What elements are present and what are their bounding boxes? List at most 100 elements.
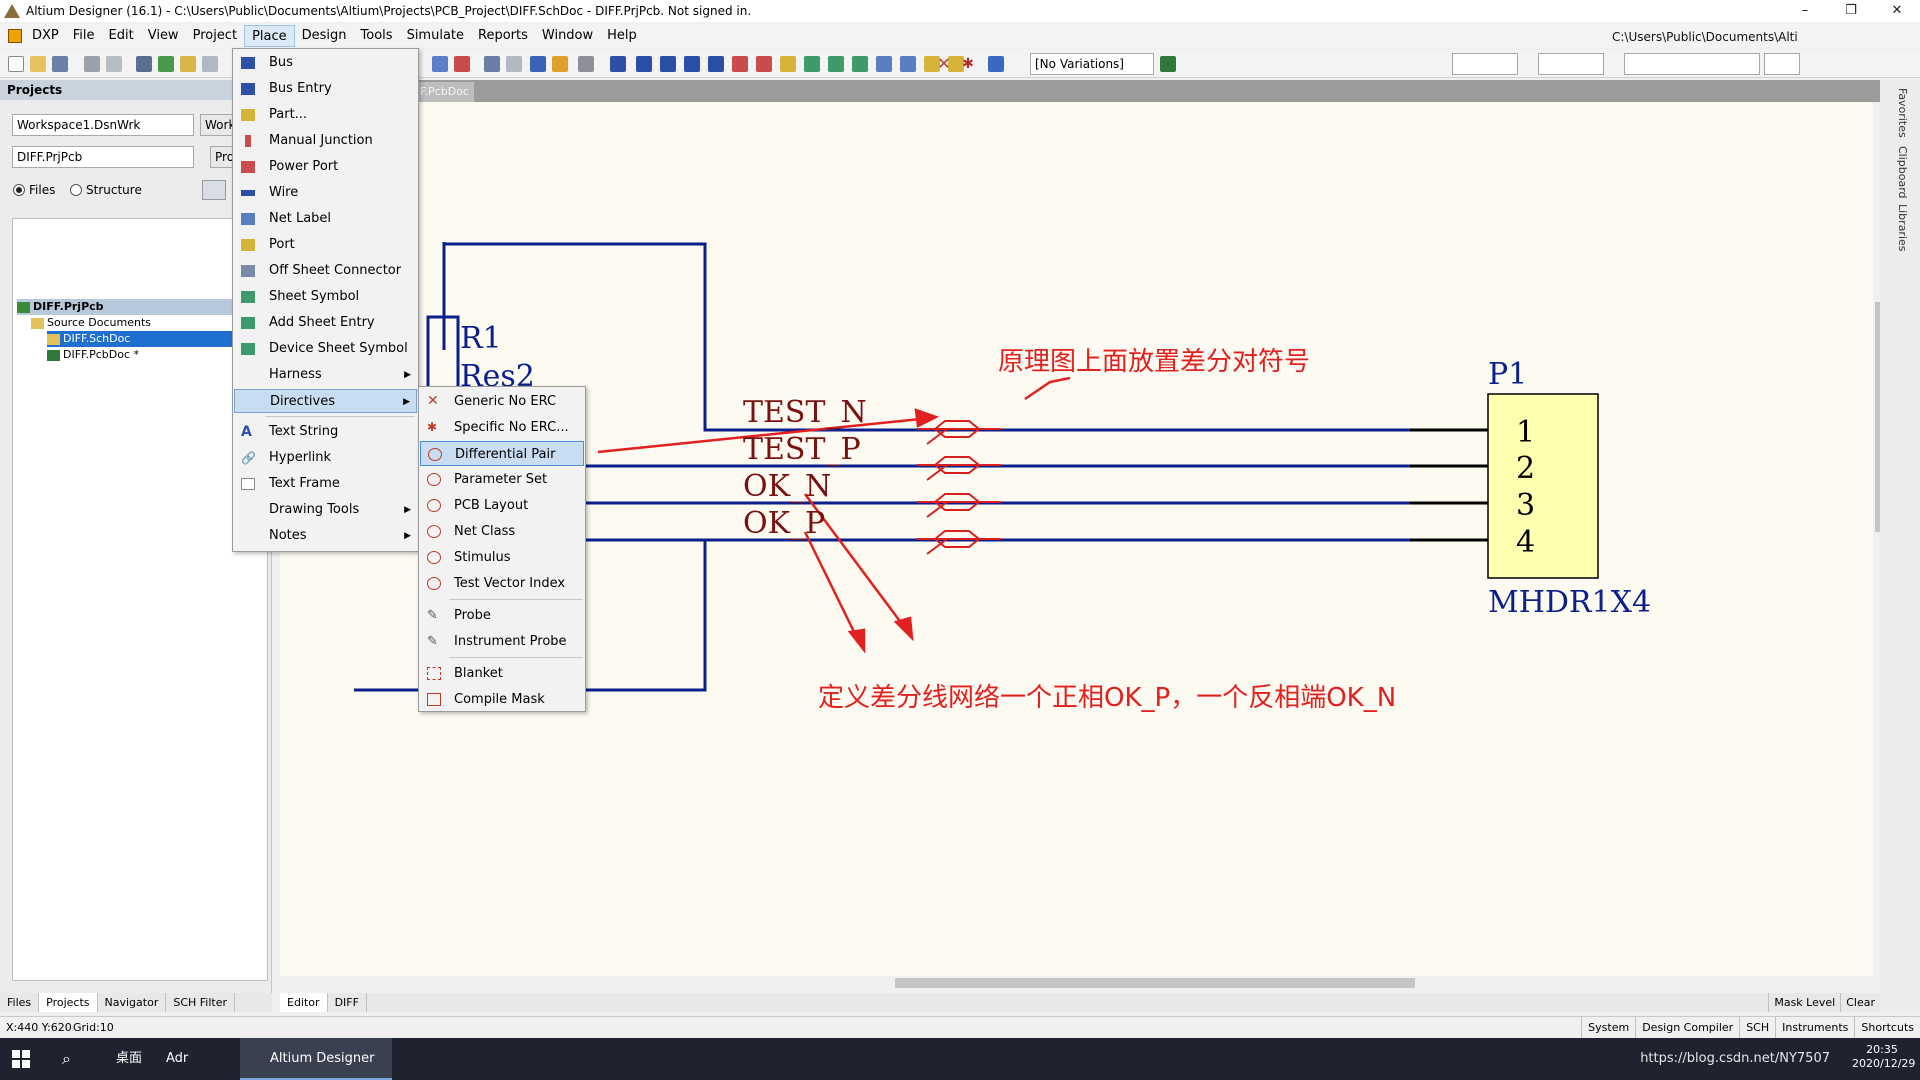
board-icon[interactable]	[1160, 56, 1176, 72]
redo-icon[interactable]	[506, 56, 522, 72]
maximize-button[interactable]: ❐	[1845, 3, 1857, 18]
windows-start-icon[interactable]	[12, 1050, 30, 1068]
tab-sch-filter[interactable]: SCH Filter	[166, 993, 236, 1012]
place-sheet-symbol[interactable]: Sheet Symbol	[234, 285, 417, 309]
save-icon[interactable]	[52, 56, 68, 72]
hierarchy-icon[interactable]	[530, 56, 546, 72]
close-button[interactable]: ✕	[1891, 3, 1903, 18]
place-wire-icon[interactable]	[610, 56, 626, 72]
menu-place[interactable]: Place	[244, 25, 295, 47]
place-bus[interactable]: Bus	[234, 51, 417, 75]
place-wire[interactable]: Wire	[234, 181, 417, 205]
horizontal-scroll-thumb[interactable]	[895, 978, 1415, 988]
place-port-alt-icon[interactable]	[948, 56, 964, 72]
project-field[interactable]: DIFF.PrjPcb	[12, 146, 194, 168]
menu-dxp[interactable]: DXP	[32, 28, 59, 43]
place-device-sheet-icon[interactable]	[852, 56, 868, 72]
place-directives[interactable]: Directives▶	[234, 389, 417, 413]
diff-pair-symbol-1[interactable]	[917, 420, 1001, 445]
tree-project[interactable]: DIFF.PrjPcb	[17, 299, 267, 315]
highlight-icon[interactable]	[552, 56, 568, 72]
place-signal-harness-icon[interactable]	[684, 56, 700, 72]
menu-file[interactable]: File	[72, 28, 95, 43]
no-erc-toolbar-icon[interactable]: ✕	[937, 54, 951, 73]
directive-stimulus[interactable]: Stimulus	[420, 545, 584, 570]
place-part[interactable]: Part...	[234, 103, 417, 127]
menu-project[interactable]: Project	[192, 28, 238, 43]
status-shortcuts-button[interactable]: Shortcuts	[1854, 1017, 1920, 1039]
directive-pcb-layout[interactable]: PCB Layout	[420, 493, 584, 518]
net-label-test-n[interactable]: TEST_N	[743, 395, 867, 430]
place-add-sheet-entry[interactable]: Add Sheet Entry	[234, 311, 417, 335]
favorites-tab[interactable]: Favorites	[1896, 88, 1909, 138]
directive-blanket[interactable]: Blanket	[420, 661, 584, 686]
resistor-designator[interactable]: R1	[460, 321, 502, 356]
system-clock[interactable]: 20:35 2020/12/29	[1852, 1043, 1915, 1075]
undo-icon[interactable]	[484, 56, 500, 72]
cross-probe-icon[interactable]	[432, 56, 448, 72]
directive-generic-no-erc[interactable]: ✕Generic No ERC	[420, 389, 584, 414]
place-manual-junction[interactable]: Manual Junction	[234, 129, 417, 153]
compile-mask-toolbar-icon[interactable]: ✱	[962, 56, 974, 72]
new-document-icon[interactable]	[8, 56, 24, 72]
zoom-fit-icon[interactable]	[202, 56, 218, 72]
directive-instrument-probe[interactable]: ✎Instrument Probe	[420, 629, 584, 654]
net-label-test-p[interactable]: TEST_P	[743, 432, 861, 467]
connector-designator[interactable]: P1	[1488, 357, 1527, 392]
minimize-button[interactable]: –	[1801, 3, 1809, 18]
project-options-icon[interactable]	[202, 180, 226, 200]
structure-radio-dot[interactable]	[70, 184, 82, 196]
drawing-tools-icon[interactable]	[988, 56, 1004, 72]
place-harness-entry-icon[interactable]	[900, 56, 916, 72]
place-bus-icon[interactable]	[636, 56, 652, 72]
place-sheet-symbol-icon[interactable]	[804, 56, 820, 72]
clipboard-tab[interactable]: Clipboard	[1896, 146, 1909, 199]
place-hyperlink[interactable]: 🔗Hyperlink	[234, 446, 417, 470]
place-bus-entry-icon[interactable]	[660, 56, 676, 72]
structure-radio[interactable]: Structure	[70, 183, 142, 197]
menu-edit[interactable]: Edit	[108, 28, 134, 43]
place-net-label[interactable]: Net Label	[234, 207, 417, 231]
directive-probe[interactable]: ✎Probe	[420, 603, 584, 628]
directive-parameter-set[interactable]: Parameter Set	[420, 467, 584, 492]
net-label-ok-p[interactable]: OK_P	[743, 506, 825, 541]
status-instruments-button[interactable]: Instruments	[1775, 1017, 1854, 1039]
place-power-port[interactable]: Power Port	[234, 155, 417, 179]
files-radio-dot[interactable]	[13, 184, 25, 196]
connector-p1-body[interactable]	[1487, 393, 1599, 579]
menu-window[interactable]: Window	[541, 28, 594, 43]
place-part-icon[interactable]	[780, 56, 796, 72]
place-net-label-icon[interactable]	[708, 56, 724, 72]
tab-diff[interactable]: DIFF	[328, 993, 367, 1012]
directive-specific-no-erc[interactable]: ✱Specific No ERC...	[420, 415, 584, 440]
menu-tools[interactable]: Tools	[360, 28, 393, 43]
clear-filter-icon[interactable]	[454, 56, 470, 72]
filter-combo-1[interactable]	[1452, 53, 1518, 75]
tree-doc-pcbdoc[interactable]: DIFF.PcbDoc *	[47, 347, 265, 363]
place-notes[interactable]: Notes▶	[234, 524, 417, 548]
diff-pair-symbol-2[interactable]	[917, 456, 1001, 481]
filter-combo-4[interactable]	[1764, 53, 1800, 75]
place-bus-entry[interactable]: Bus Entry	[234, 77, 417, 101]
tab-files[interactable]: Files	[0, 993, 40, 1012]
document-path-box[interactable]: C:\Users\Public\Documents\Alti	[1612, 30, 1798, 44]
place-gnd-icon[interactable]	[732, 56, 748, 72]
status-sch-button[interactable]: SCH	[1739, 1017, 1775, 1039]
menu-help[interactable]: Help	[607, 28, 637, 43]
diff-pair-symbol-4[interactable]	[917, 530, 1001, 555]
files-radio[interactable]: Files	[13, 183, 55, 197]
directive-net-class[interactable]: Net Class	[420, 519, 584, 544]
place-text-frame[interactable]: Text Frame	[234, 472, 417, 496]
place-device-sheet-symbol[interactable]: Device Sheet Symbol	[234, 337, 417, 361]
taskbar-altium-app[interactable]: Altium Designer (...	[240, 1038, 392, 1080]
mask-level-button[interactable]: Mask Level	[1768, 993, 1840, 1012]
filter-combo-3[interactable]	[1624, 53, 1760, 75]
tab-projects[interactable]: Projects	[39, 993, 98, 1012]
clear-button[interactable]: Clear	[1840, 993, 1880, 1012]
device-view-icon[interactable]	[158, 56, 174, 72]
horizontal-scrollbar[interactable]	[280, 976, 1873, 990]
place-drawing-tools[interactable]: Drawing Tools▶	[234, 498, 417, 522]
directive-test-vector-index[interactable]: Test Vector Index	[420, 571, 584, 596]
component-browse-icon[interactable]	[578, 56, 594, 72]
place-harness-connector-icon[interactable]	[876, 56, 892, 72]
